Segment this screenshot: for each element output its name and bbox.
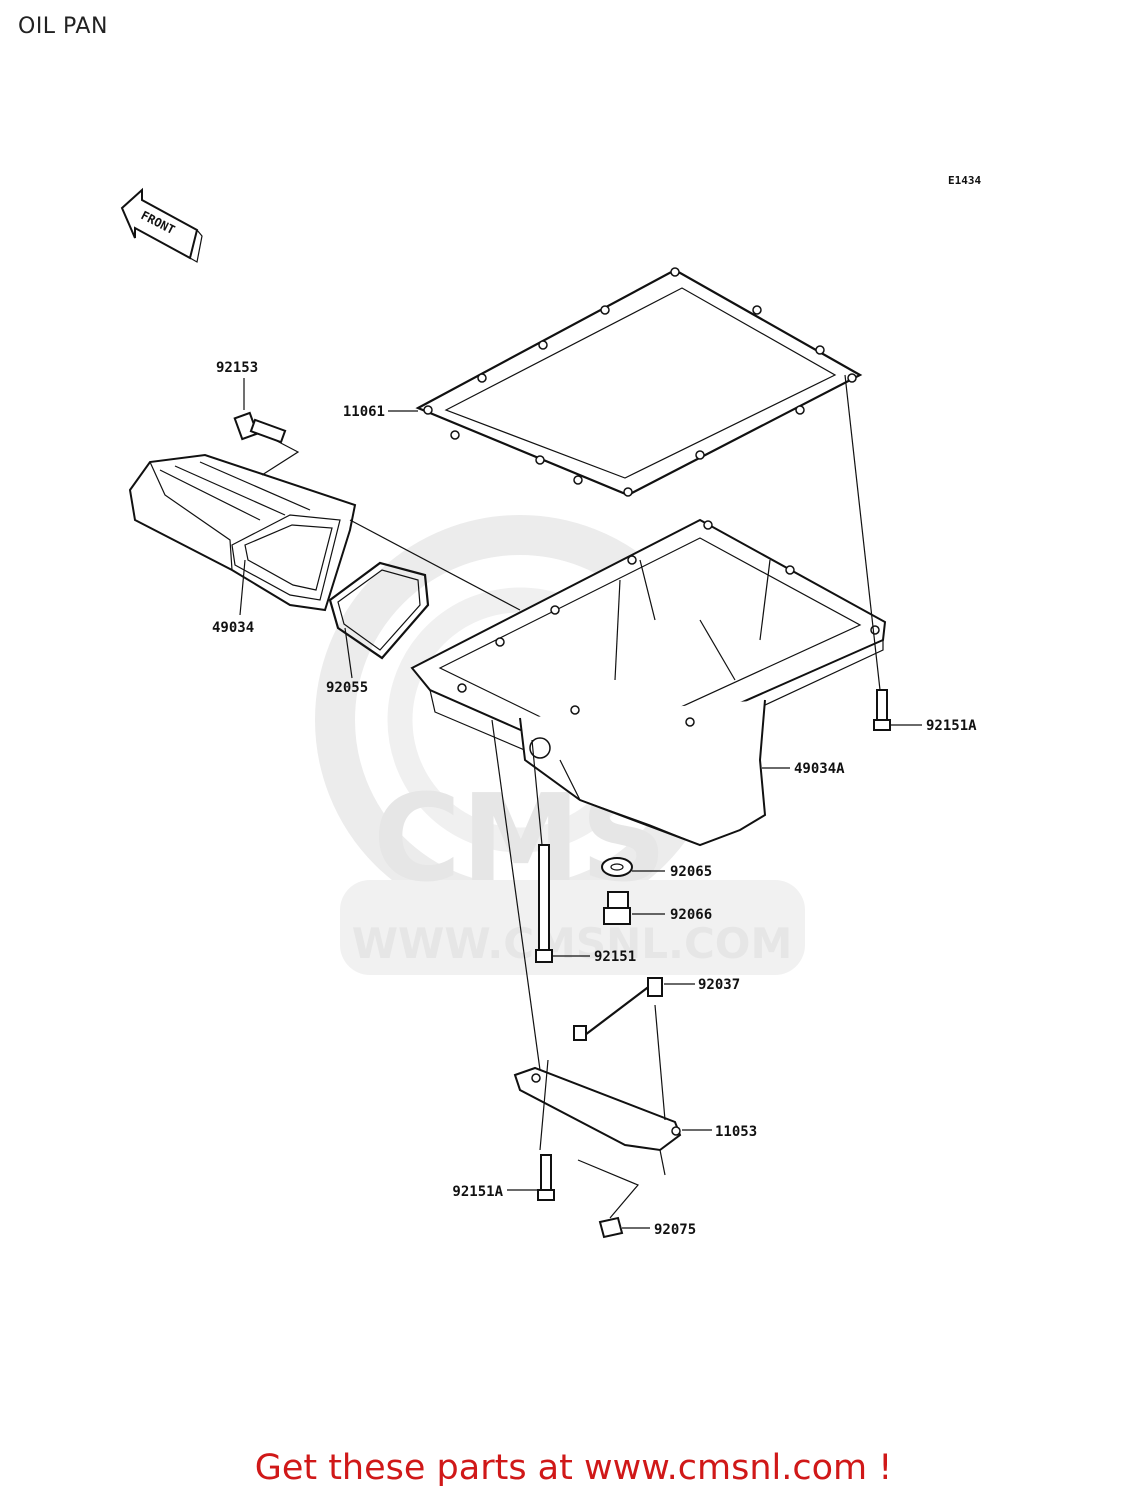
label-92065: 92065 [670, 864, 712, 880]
washer-92065 [601, 857, 633, 877]
label-92151A-right: 92151A [926, 718, 977, 734]
page-title: OIL PAN [18, 14, 108, 39]
exploded-parts-diagram: CMS WWW.CMSNL.COM E1434 FRONT [120, 174, 981, 1239]
clamp-92075 [598, 1216, 624, 1239]
baffle-plate-11053 [513, 1066, 682, 1176]
cms-watermark: CMS WWW.CMSNL.COM [315, 515, 805, 975]
watermark-url: WWW.CMSNL.COM [352, 919, 793, 968]
oil-pan-gasket-11061 [415, 267, 863, 497]
front-direction-arrow: FRONT [120, 187, 203, 263]
label-11053: 11053 [715, 1124, 757, 1140]
promo-banner-link[interactable]: Get these parts at www.cmsnl.com ! [254, 1448, 893, 1488]
label-92066: 92066 [670, 907, 712, 923]
label-49034: 49034 [212, 620, 254, 636]
leader-lines [239, 374, 922, 1229]
label-92055: 92055 [326, 680, 368, 696]
label-92153: 92153 [216, 360, 258, 376]
label-92075: 92075 [654, 1222, 696, 1238]
label-49034A: 49034A [794, 761, 845, 777]
label-92037: 92037 [698, 977, 740, 993]
oil-strainer-49034 [128, 453, 357, 612]
label-92151A-left: 92151A [452, 1184, 503, 1200]
label-11061: 11061 [343, 404, 385, 420]
bolt-92153 [233, 411, 287, 444]
bolt-92151A-left [537, 1154, 555, 1201]
drain-plug-92066 [603, 891, 631, 925]
pipe-92037 [573, 977, 663, 1041]
label-92151: 92151 [594, 949, 636, 965]
bolt-92151A-right [873, 689, 891, 731]
oil-pan-49034A [410, 518, 887, 847]
oring-92055 [328, 561, 430, 660]
bolt-92151 [535, 844, 553, 963]
diagram-code: E1434 [948, 174, 981, 187]
